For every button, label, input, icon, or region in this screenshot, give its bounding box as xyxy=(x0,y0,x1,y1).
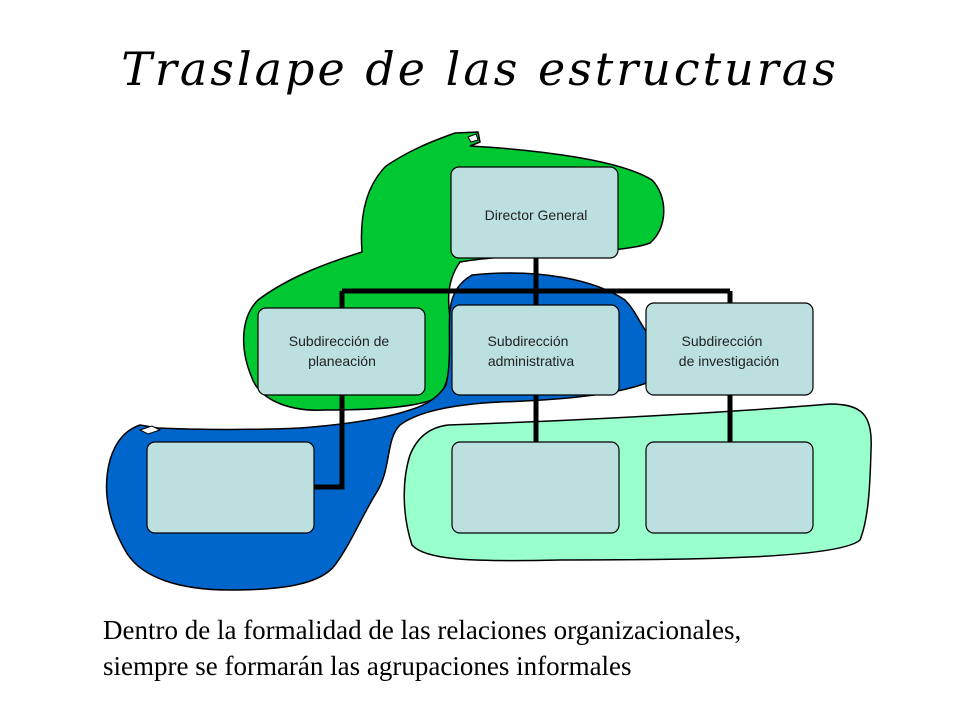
hierarchy-connectors xyxy=(314,258,733,490)
planeacion-label-line1: Subdirección de xyxy=(289,333,390,349)
investigacion-label-line2: de investigación xyxy=(679,353,779,369)
investigacion-label-line1: Subdirección xyxy=(682,333,763,349)
director-general-label: Director General xyxy=(485,207,588,223)
administrativa-label-line1: Subdirección xyxy=(488,333,569,349)
blue-blob-tab-mark xyxy=(138,425,162,435)
planeacion-child-node xyxy=(146,441,315,534)
administrativa-label-line2: administrativa xyxy=(488,353,575,369)
planeacion-label-line2: planeación xyxy=(308,353,376,369)
investigacion-node: Subdirección de investigación xyxy=(645,302,814,396)
director-general-node: Director General xyxy=(450,166,619,259)
caption-line-1: Dentro de la formalidad de las relacione… xyxy=(103,615,742,645)
planeacion-node: Subdirección de planeación xyxy=(257,307,426,396)
slide-title: Traslape de las estructuras xyxy=(121,42,839,96)
administrativa-node: Subdirección administrativa xyxy=(451,304,620,396)
caption-line-2: siempre se formarán las agrupaciones inf… xyxy=(103,651,632,681)
green-blob-tab-mark xyxy=(467,133,479,143)
investigacion-child-node xyxy=(645,441,814,534)
caption-text: Dentro de la formalidad de las relacione… xyxy=(103,612,923,684)
administrativa-child-node xyxy=(451,441,620,534)
